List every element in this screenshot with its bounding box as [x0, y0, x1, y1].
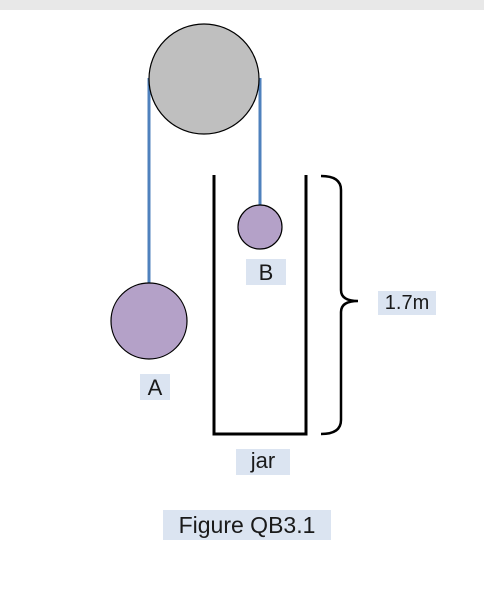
height-brace-icon — [320, 174, 359, 436]
figure-caption: Figure QB3.1 — [163, 510, 331, 540]
mass-a-icon — [110, 282, 188, 360]
mass-a-label: A — [140, 374, 170, 400]
top-bar — [0, 0, 484, 10]
pulley-wheel-icon — [148, 23, 260, 135]
jar-icon — [212, 175, 308, 436]
jar-label: jar — [236, 449, 290, 475]
mass-b-label: B — [246, 259, 286, 285]
mass-b-icon — [237, 204, 283, 250]
height-label: 1.7m — [378, 291, 436, 315]
